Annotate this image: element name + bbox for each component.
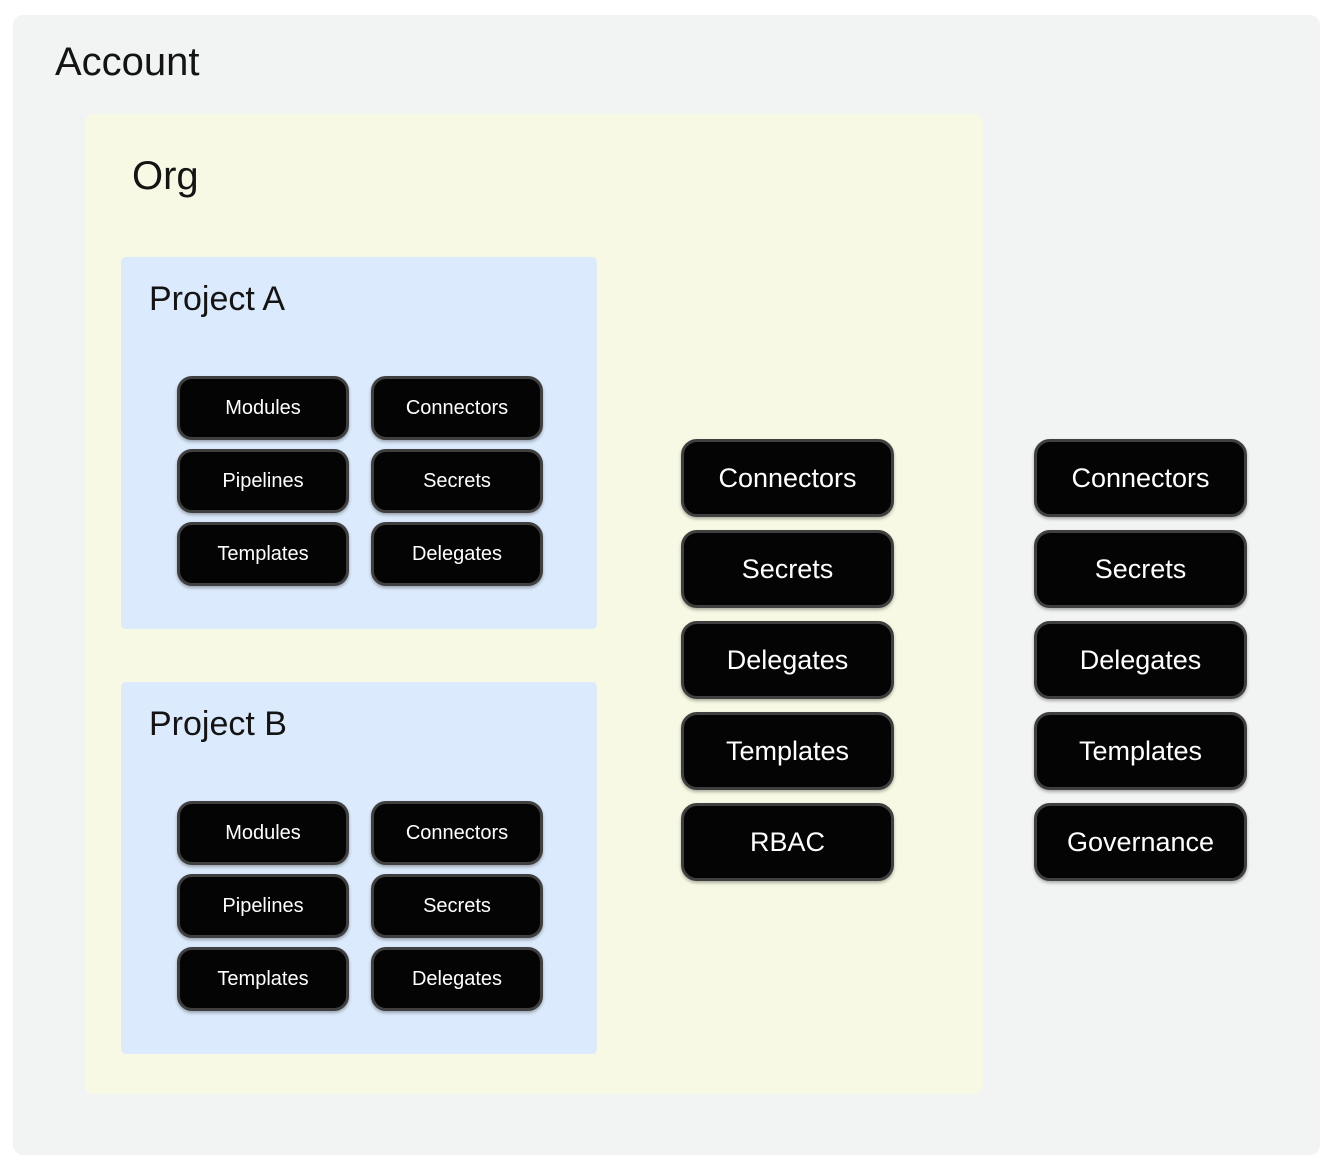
project-b-node-templates: Templates (177, 947, 349, 1011)
org-node-connectors: Connectors (681, 439, 894, 517)
org-node-rbac: RBAC (681, 803, 894, 881)
account-node-connectors: Connectors (1034, 439, 1247, 517)
account-container: Account Org Project A Modules Connectors… (13, 15, 1320, 1155)
project-b-node-modules: Modules (177, 801, 349, 865)
account-node-governance: Governance (1034, 803, 1247, 881)
org-node-delegates: Delegates (681, 621, 894, 699)
project-a-node-secrets: Secrets (371, 449, 543, 513)
project-b-node-secrets: Secrets (371, 874, 543, 938)
project-a-node-modules: Modules (177, 376, 349, 440)
account-title: Account (55, 40, 200, 84)
project-a-node-pipelines: Pipelines (177, 449, 349, 513)
project-b-node-connectors: Connectors (371, 801, 543, 865)
org-container: Org Project A Modules Connectors Pipelin… (85, 114, 983, 1094)
org-resources-column: Connectors Secrets Delegates Templates R… (681, 439, 894, 881)
project-b-node-delegates: Delegates (371, 947, 543, 1011)
project-a-node-templates: Templates (177, 522, 349, 586)
account-node-delegates: Delegates (1034, 621, 1247, 699)
project-a-node-grid: Modules Connectors Pipelines Secrets Tem… (177, 376, 543, 586)
project-b-node-grid: Modules Connectors Pipelines Secrets Tem… (177, 801, 543, 1011)
org-node-templates: Templates (681, 712, 894, 790)
account-node-templates: Templates (1034, 712, 1247, 790)
project-a-container: Project A Modules Connectors Pipelines S… (121, 257, 597, 629)
project-b-node-pipelines: Pipelines (177, 874, 349, 938)
account-resources-column: Connectors Secrets Delegates Templates G… (1034, 439, 1247, 881)
project-a-node-delegates: Delegates (371, 522, 543, 586)
project-a-node-connectors: Connectors (371, 376, 543, 440)
account-node-secrets: Secrets (1034, 530, 1247, 608)
project-b-title: Project B (149, 705, 287, 743)
project-b-container: Project B Modules Connectors Pipelines S… (121, 682, 597, 1054)
org-title: Org (132, 154, 199, 198)
project-a-title: Project A (149, 280, 286, 318)
org-node-secrets: Secrets (681, 530, 894, 608)
